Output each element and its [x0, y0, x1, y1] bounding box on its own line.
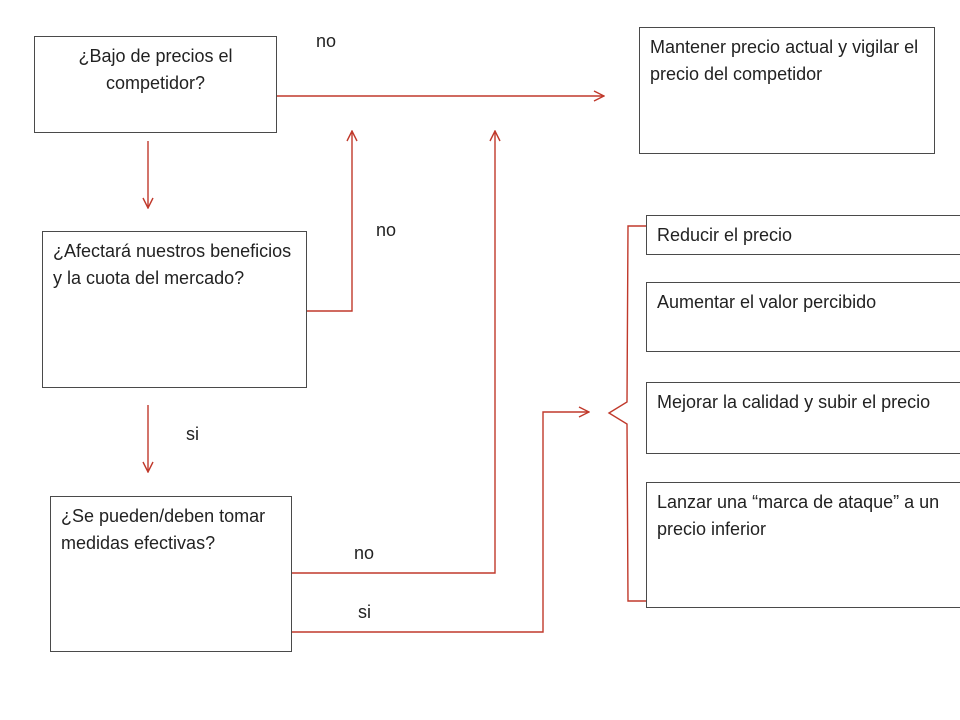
option-increase-value: Aumentar el valor percibido	[646, 282, 960, 352]
label-q2-no: no	[376, 220, 397, 240]
node-competitor-price-cut: ¿Bajo de precios el competidor?	[34, 36, 277, 133]
label-q1-no: no	[316, 31, 337, 51]
arrow-q3-no	[291, 131, 495, 574]
node-effective-measures: ¿Se pueden/deben tomar medidas efectivas…	[50, 496, 292, 652]
options-brace	[607, 225, 648, 602]
option-attack-brand: Lanzar una “marca de ataque” a un precio…	[646, 482, 960, 608]
arrow-q2-no	[306, 131, 352, 312]
node-affects-profits: ¿Afectará nuestros beneficios y la cuota…	[42, 231, 307, 388]
option-reduce-price: Reducir el precio	[646, 215, 960, 255]
label-q3-si: si	[358, 602, 371, 622]
label-q3-no: no	[354, 543, 375, 563]
arrow-q3-si	[291, 412, 589, 633]
option-improve-quality: Mejorar la calidad y subir el precio	[646, 382, 960, 454]
label-q2-si: si	[186, 424, 199, 444]
node-keep-price: Mantener precio actual y vigilar el prec…	[639, 27, 935, 154]
